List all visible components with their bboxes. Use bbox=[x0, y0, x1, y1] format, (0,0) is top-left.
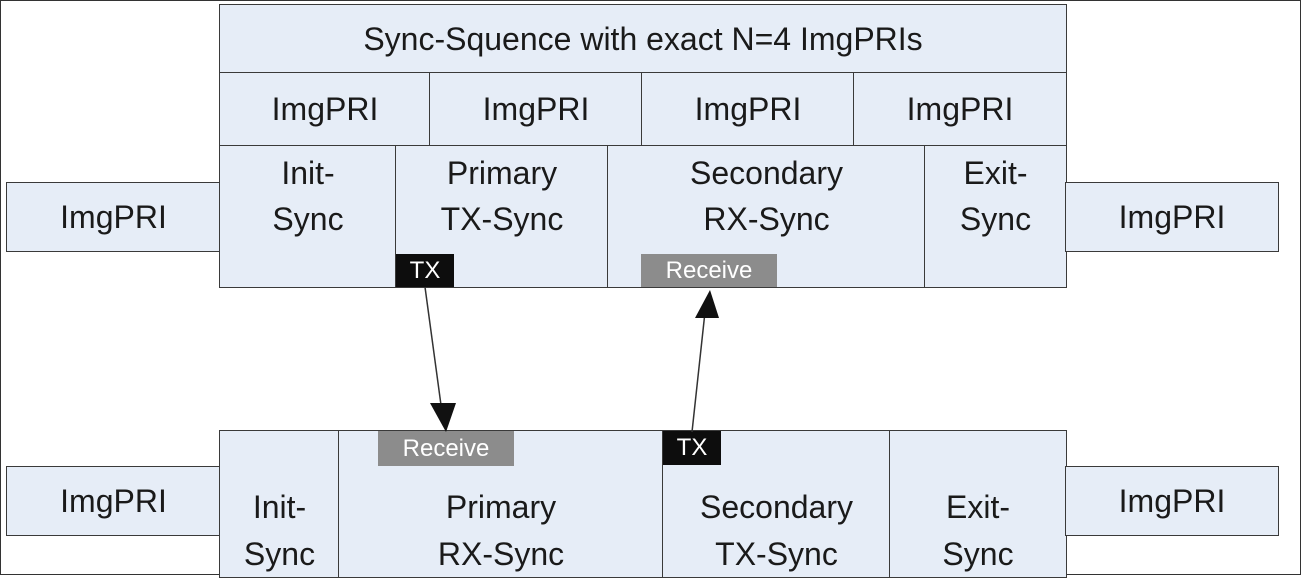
top-tx-tag: TX bbox=[396, 254, 454, 287]
tx-to-receive-arrowhead bbox=[430, 403, 456, 432]
bottom-tx-tag: TX bbox=[663, 431, 721, 465]
header-imgpri-4: ImgPRI bbox=[853, 72, 1067, 147]
tx-to-receive-return-arrow-line bbox=[691, 311, 706, 433]
header-imgpri-2: ImgPRI bbox=[429, 72, 643, 147]
top-right-imgpri: ImgPRI bbox=[1065, 182, 1279, 252]
tx-to-receive-arrow-line bbox=[424, 286, 442, 406]
top-init-sync: Init- Sync bbox=[219, 145, 397, 288]
bottom-left-imgpri: ImgPRI bbox=[6, 466, 221, 536]
top-left-imgpri: ImgPRI bbox=[6, 182, 221, 252]
top-receive-tag: Receive bbox=[641, 254, 777, 287]
receive-arrowhead bbox=[695, 290, 719, 318]
bottom-receive-tag: Receive bbox=[378, 431, 514, 466]
bottom-right-imgpri: ImgPRI bbox=[1065, 466, 1279, 536]
bottom-init-sync: Init- Sync bbox=[219, 430, 340, 578]
header-imgpri-3: ImgPRI bbox=[641, 72, 855, 147]
top-exit-sync: Exit- Sync bbox=[924, 145, 1067, 288]
